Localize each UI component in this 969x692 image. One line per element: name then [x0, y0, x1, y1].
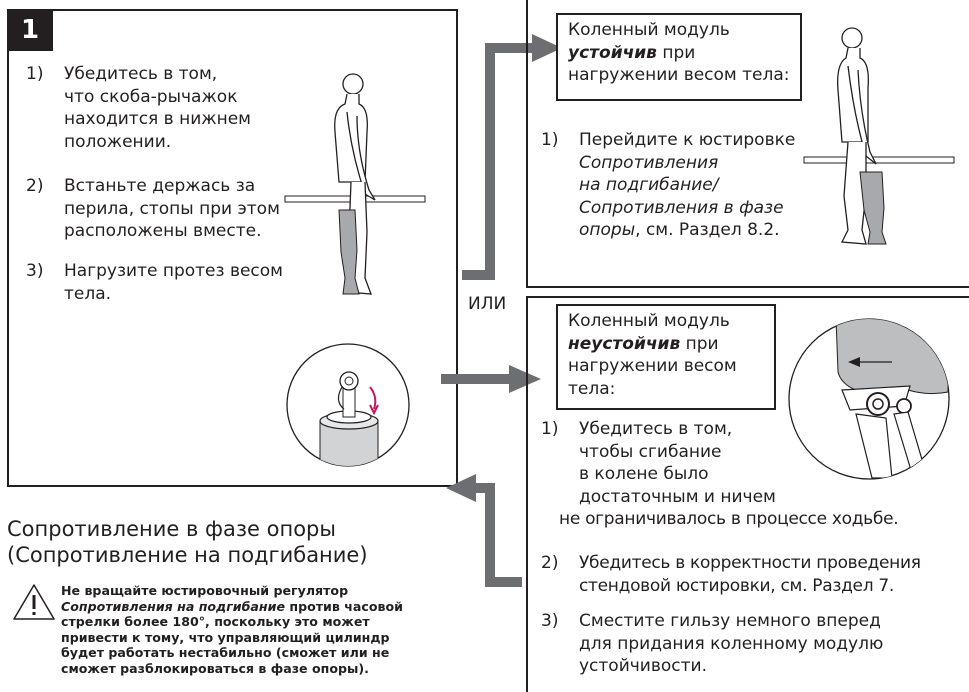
- or-label: ИЛИ: [468, 294, 507, 314]
- step-panel: [7, 9, 458, 487]
- arrow-right-icon: [441, 365, 541, 393]
- lever-detail-illustration: [286, 343, 410, 467]
- unstable-condition-box: Коленный модуль неустойчив при нагружени…: [556, 304, 776, 410]
- arrow-left-icon: [446, 474, 522, 587]
- standing-figure-stable-illustration: [803, 27, 955, 245]
- arrow-right-icon: [462, 34, 562, 280]
- step-number-badge: 1: [7, 9, 53, 51]
- standing-figure-illustration: [284, 73, 426, 295]
- warning-triangle-icon: [13, 584, 55, 620]
- section-heading: Сопротивление в фазе опоры (Сопротивлени…: [7, 517, 368, 567]
- stable-condition-box: Коленный модуль устойчив при нагружении …: [556, 13, 802, 101]
- unstable-panel: [526, 296, 969, 692]
- warning-text: Не вращайте юстировочный регулятор Сопро…: [61, 583, 403, 676]
- stable-panel: [526, 0, 969, 288]
- knee-detail-illustration: [788, 318, 950, 480]
